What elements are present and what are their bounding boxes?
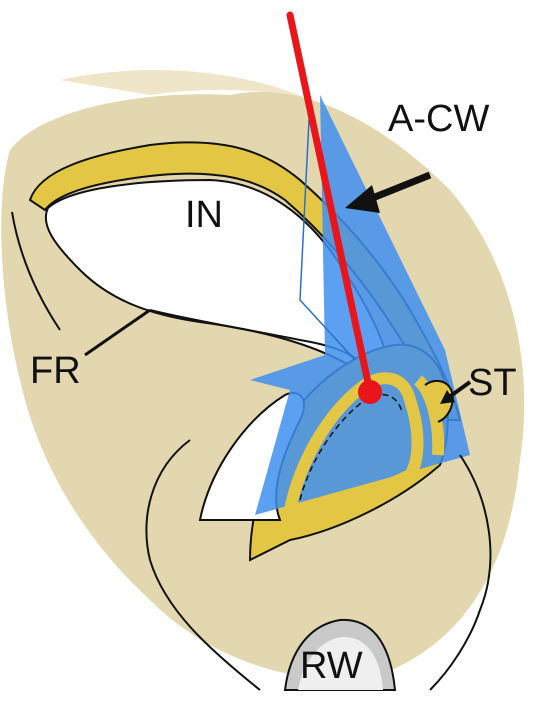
label-fr: FR xyxy=(30,352,81,390)
label-st: ST xyxy=(468,364,517,402)
red-target-dot xyxy=(358,380,382,404)
label-in: IN xyxy=(185,196,223,234)
label-rw: RW xyxy=(300,647,363,685)
label-a-cw: A-CW xyxy=(388,100,489,138)
